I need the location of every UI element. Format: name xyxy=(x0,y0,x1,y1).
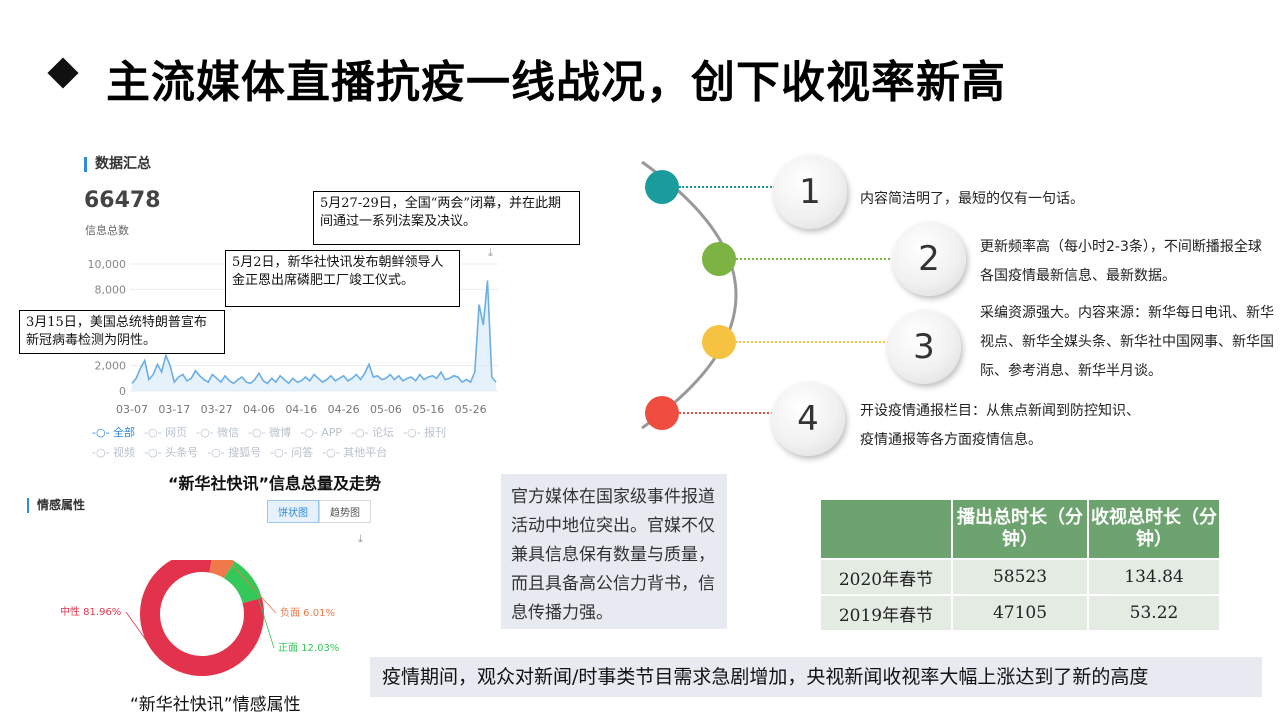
feature-dot xyxy=(645,396,679,430)
x-tick-label: 03-07 xyxy=(116,403,148,416)
x-tick-label: 04-06 xyxy=(243,403,275,416)
feature-connector xyxy=(736,341,889,343)
x-tick-label: 05-26 xyxy=(455,403,487,416)
donut-slice xyxy=(208,560,235,579)
feature-number: 4 xyxy=(797,399,819,439)
donut-slice xyxy=(223,561,262,604)
y-tick-label: 8,000 xyxy=(95,283,127,296)
total-count-label: 信息总数 xyxy=(85,224,129,237)
table-row: 2020年春节 58523 134.84 xyxy=(821,560,1219,594)
donut-label-leader xyxy=(251,576,275,649)
y-tick-label: 10,000 xyxy=(88,258,127,271)
table-header-row: 播出总时长（分钟） 收视总时长（分钟） xyxy=(821,500,1219,558)
pie-chart-button[interactable]: 饼状图 xyxy=(267,500,319,523)
arc-line xyxy=(641,160,738,430)
table-cell: 53.22 xyxy=(1089,596,1219,630)
annotation-north-korea: 5月2日，新华社快讯发布朝鲜领导人金正恩出席磷肥工厂竣工仪式。 xyxy=(225,250,460,307)
y-tick-label: 2,000 xyxy=(95,360,127,373)
feature-number-circle: 2 xyxy=(892,222,966,296)
feature-connector xyxy=(679,412,773,414)
legend-item[interactable]: -○- 视频 xyxy=(92,446,136,459)
feature-number-circle: 1 xyxy=(773,155,847,229)
table-cell: 47105 xyxy=(953,596,1087,630)
page-title: 主流媒体直播抗疫一线战况，创下收视率新高 xyxy=(106,57,1006,108)
line-chart-caption: “新华社快讯”信息总量及走势 xyxy=(168,474,382,493)
sentiment-heading: 情感属性 xyxy=(27,498,85,513)
legend-item[interactable]: -○- 头条号 xyxy=(144,446,199,459)
legend-item[interactable]: -○- APP xyxy=(300,426,343,439)
series-line xyxy=(131,280,497,385)
legend-item[interactable]: -○- 网页 xyxy=(144,426,188,439)
feature-text: 更新频率高（每小时2-3条），不间断播报全球各国疫情最新信息、最新数据。 xyxy=(980,239,1262,284)
bottom-banner: 疫情期间，观众对新闻/时事类节目需求急剧增加，央视新闻收视率大幅上涨达到了新的高… xyxy=(370,657,1262,697)
line-chart: 10,000 8,000 2,000 0 03-07 03-17 03-27 04-06 04-… xyxy=(88,258,498,416)
legend-item[interactable]: -○- 论坛 xyxy=(351,426,395,439)
feature-text: 采编资源强大。内容来源：新华每日电讯、新华视点、新华全媒头条、新华社中国网事、新… xyxy=(980,305,1274,379)
table-header-broadcast: 播出总时长（分钟） xyxy=(953,500,1087,558)
feature-dot xyxy=(645,170,679,204)
feature-number-circle: 4 xyxy=(771,382,845,456)
table-header-blank xyxy=(821,500,951,558)
feature-number-circle: 3 xyxy=(887,310,961,384)
legend-item[interactable]: -○- 其他平台 xyxy=(322,446,388,459)
feature-text: 开设疫情通报栏目：从焦点新闻到防控知识、疫情通报等各方面疫情信息。 xyxy=(860,403,1140,448)
table-cell: 2020年春节 xyxy=(821,560,951,594)
x-tick-label: 05-06 xyxy=(370,403,402,416)
feature-dot xyxy=(702,242,736,276)
table-header-viewing: 收视总时长（分钟） xyxy=(1089,500,1219,558)
legend-item[interactable]: -○- 报刊 xyxy=(403,426,447,439)
ratings-table: 播出总时长（分钟） 收视总时长（分钟） 2020年春节 58523 134.84… xyxy=(819,498,1221,632)
legend-item[interactable]: -○- 微信 xyxy=(196,426,240,439)
feature-number: 1 xyxy=(799,172,821,212)
official-media-note: 官方媒体在国家级事件报道活动中地位突出。官媒不仅兼具信息保有数量与质量，而且具备… xyxy=(501,474,727,629)
legend-item[interactable]: -○- 全部 xyxy=(92,426,136,439)
legend-item[interactable]: -○- 搜狐号 xyxy=(207,446,262,459)
legend-item[interactable]: -○- 微博 xyxy=(248,426,292,439)
x-tick-label: 03-27 xyxy=(201,403,233,416)
title-diamond-icon xyxy=(47,57,79,89)
donut-label: 中性 81.96% xyxy=(60,605,121,618)
download-icon-2[interactable]: ⤓ xyxy=(358,532,363,545)
feature-number: 2 xyxy=(918,239,940,279)
chart-legend-row1[interactable]: -○- 全部 -○- 网页 -○- 微信 -○- 微博 -○- APP -○- 论坛 -○-… xyxy=(92,424,455,440)
chart-type-toggle: 饼状图 趋势图 xyxy=(267,500,371,523)
trend-chart-button[interactable]: 趋势图 xyxy=(319,500,371,523)
table-row: 2019年春节 47105 53.22 xyxy=(821,596,1219,630)
donut-label: 负面 6.01% xyxy=(280,606,335,619)
feature-dot xyxy=(702,325,736,359)
download-icon[interactable]: ⤓ xyxy=(488,246,493,259)
table-cell: 2019年春节 xyxy=(821,596,951,630)
donut-label-leader xyxy=(125,611,161,660)
feature-arc xyxy=(641,160,738,430)
total-count: 66478 xyxy=(84,188,161,213)
y-tick-label: 0 xyxy=(119,385,126,398)
donut-label: 正面 12.03% xyxy=(278,643,339,654)
feature-connector xyxy=(679,186,775,188)
x-tick-label: 03-17 xyxy=(158,403,190,416)
x-tick-label: 04-16 xyxy=(285,403,317,416)
sentiment-caption: “新华社快讯”情感属性 xyxy=(130,695,301,715)
summary-heading: 数据汇总 xyxy=(84,157,151,172)
chart-legend-row2[interactable]: -○- 视频 -○- 头条号 -○- 搜狐号 -○- 问答 -○- 其他平台 xyxy=(92,444,396,460)
legend-item[interactable]: -○- 问答 xyxy=(270,446,314,459)
annotation-trump: 3月15日，美国总统特朗普宣布新冠病毒检测为阴性。 xyxy=(19,310,225,354)
sentiment-donut-chart: 中性 81.96% 负面 6.01% 正面 12.03% xyxy=(60,560,339,676)
x-tick-label: 05-16 xyxy=(412,403,444,416)
feature-number: 3 xyxy=(913,327,935,367)
donut-label-leader xyxy=(227,560,277,614)
feature-connector xyxy=(736,258,894,260)
table-cell: 134.84 xyxy=(1089,560,1219,594)
donut-slice xyxy=(140,560,264,676)
feature-text: 内容简洁明了，最短的仅有一句话。 xyxy=(860,191,1084,207)
x-tick-label: 04-26 xyxy=(328,403,360,416)
table-cell: 58523 xyxy=(953,560,1087,594)
annotation-lianghui: 5月27-29日，全国“两会”闭幕，并在此期间通过一系列法案及决议。 xyxy=(313,191,580,245)
